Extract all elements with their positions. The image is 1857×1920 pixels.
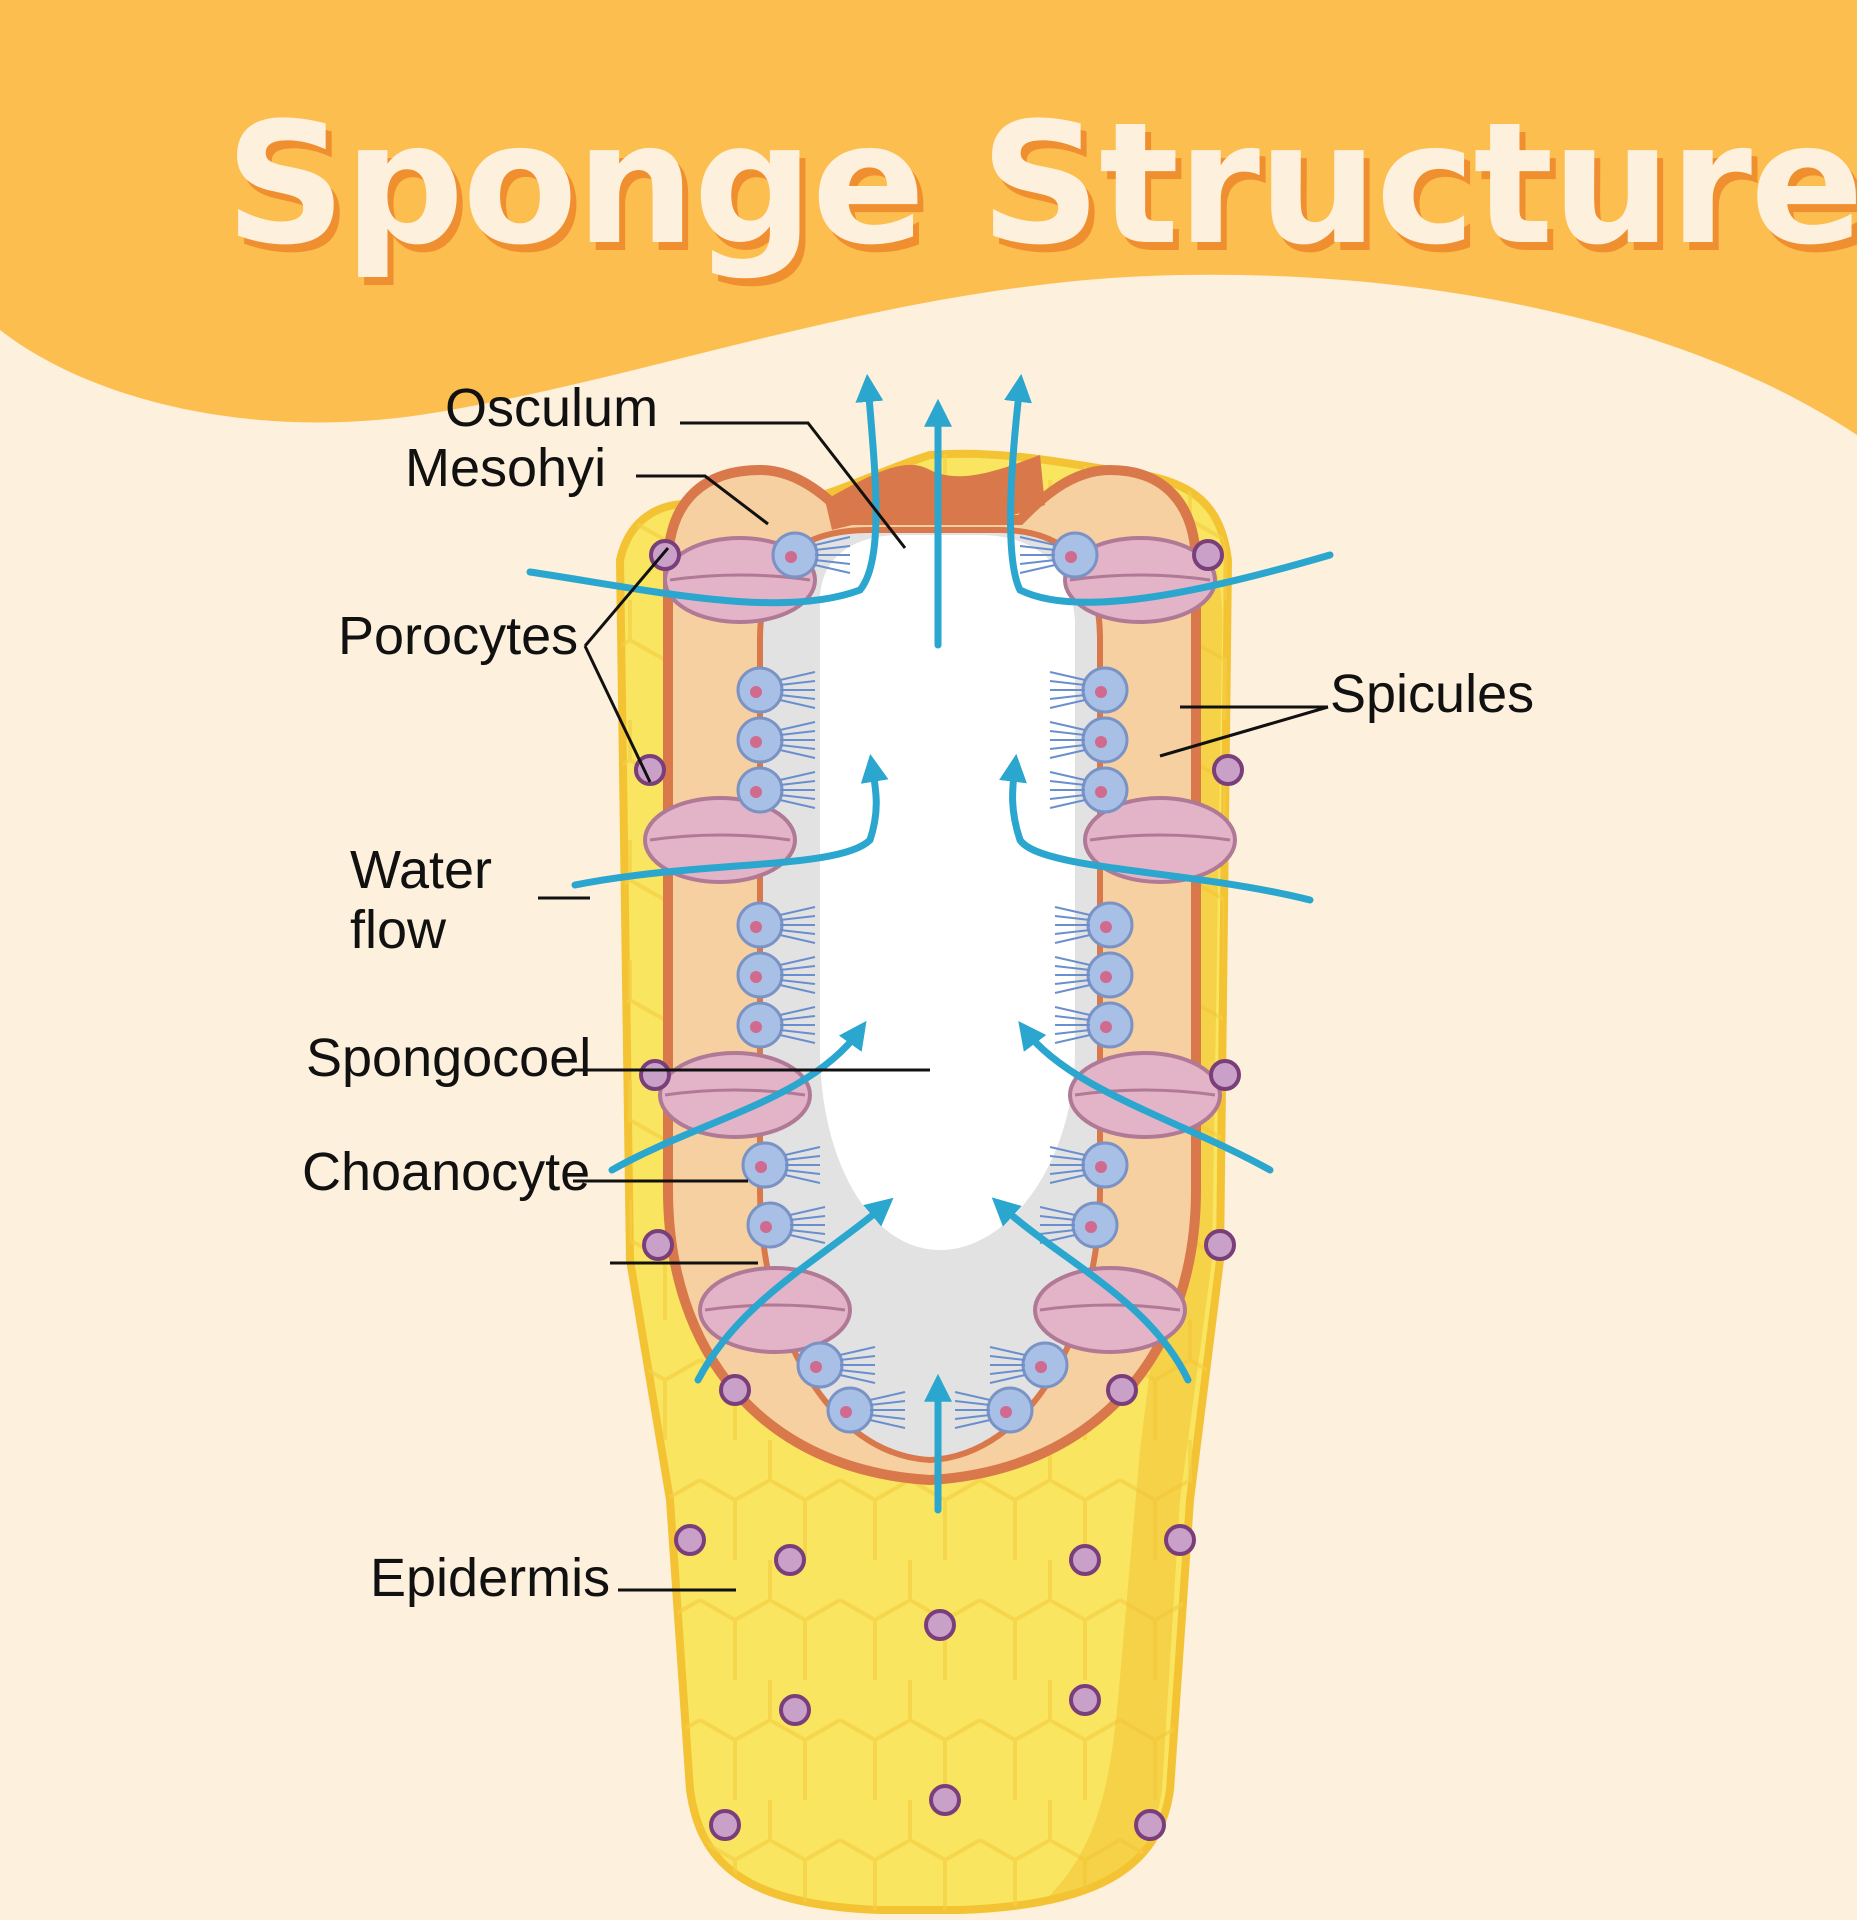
page-title: Sponge Structure	[225, 86, 1857, 282]
epidermis-nucleus	[634, 754, 666, 786]
choanocyte-cell	[1049, 666, 1129, 714]
porocyte-cell	[698, 1266, 852, 1354]
epidermis-nucleus	[709, 1809, 741, 1841]
water-flow-arrows	[526, 373, 1334, 1514]
epidermis-nucleus	[1069, 1544, 1101, 1576]
diagram-labels: Osculum Mesohyi Porocytes Spicules Water…	[302, 378, 1534, 1608]
water-arrow-mid-left	[571, 753, 889, 889]
label-water-flow-line2: flow	[350, 900, 447, 960]
choanocyte-cell	[736, 901, 816, 949]
choanocyte-cell	[1049, 1141, 1129, 1189]
epidermis-nucleus	[1069, 1684, 1101, 1716]
title-banner	[0, 0, 1857, 435]
epidermis-nucleus	[1209, 1059, 1241, 1091]
porocyte-cell	[1083, 796, 1237, 884]
water-arrow-bottom-left	[694, 1197, 894, 1384]
label-osculum: Osculum	[445, 378, 658, 438]
epidermis-nucleus	[779, 1694, 811, 1726]
epidermis-nucleus	[1212, 754, 1244, 786]
label-water-flow-line1: Water	[350, 840, 492, 900]
epidermis-nuclei	[634, 539, 1244, 1841]
water-arrow-mid-right	[999, 753, 1314, 904]
spicules-leader	[1159, 705, 1329, 758]
porocyte-cell	[1033, 1266, 1187, 1354]
mesohyl-leader	[636, 474, 769, 526]
label-spongocoel: Spongocoel	[306, 1028, 591, 1088]
porocyte-cell	[1068, 1051, 1222, 1139]
label-mesohyl: Mesohyi	[405, 438, 606, 498]
epidermis-nucleus	[639, 1059, 671, 1091]
choanocyte-cell	[1049, 716, 1129, 764]
page-title-shadow: Sponge Structure	[231, 94, 1857, 290]
choanocyte-group	[736, 531, 1134, 1434]
label-spicules: Spicules	[1330, 664, 1534, 724]
sponge-body	[615, 449, 1233, 1914]
choanocyte-cell	[736, 766, 816, 814]
leader-lines	[538, 421, 1329, 1592]
osculum-leader	[680, 421, 907, 549]
choanocyte-cell	[736, 1001, 816, 1049]
epidermis-nucleus	[1192, 539, 1224, 571]
choanocyte-cell	[826, 1386, 906, 1434]
label-porocytes: Porocytes	[338, 606, 578, 666]
choanocyte-cell	[736, 951, 816, 999]
epidermis-nucleus	[1134, 1809, 1166, 1841]
water-arrow-lower-left	[608, 1020, 867, 1174]
choanocyte-cell	[736, 666, 816, 714]
water-arrow-top-right	[1004, 373, 1334, 606]
choanocyte-cell	[1054, 951, 1134, 999]
epidermis-nucleus	[1106, 1374, 1138, 1406]
epidermis-nucleus	[1204, 1229, 1236, 1261]
choanocyte-cell	[746, 1201, 826, 1249]
choanocyte-cell	[741, 1141, 821, 1189]
epidermis-nucleus	[719, 1374, 751, 1406]
water-arrow-bottom-right	[991, 1197, 1192, 1384]
epidermis-nucleus	[1164, 1524, 1196, 1556]
porocytes-leader	[583, 547, 670, 783]
choanocyte-cell	[954, 1386, 1034, 1434]
epidermis-nucleus	[642, 1229, 674, 1261]
choanocyte-cell	[1019, 531, 1099, 579]
epidermis-nucleus	[674, 1524, 706, 1556]
epidermis-nucleus	[774, 1544, 806, 1576]
choanocyte-cell	[771, 531, 851, 579]
choanocyte-cell	[736, 716, 816, 764]
porocyte-cell	[658, 1051, 812, 1139]
choanocyte-cell	[796, 1341, 876, 1389]
epidermis-nucleus	[924, 1609, 956, 1641]
choanocyte-cell	[1049, 766, 1129, 814]
water-arrow-lower-right	[1018, 1021, 1274, 1174]
label-epidermis: Epidermis	[370, 1548, 610, 1608]
choanocyte-cell	[1054, 901, 1134, 949]
epidermis-nucleus	[929, 1784, 961, 1816]
label-choanocyte: Choanocyte	[302, 1142, 590, 1202]
choanocyte-cell	[1039, 1201, 1119, 1249]
spongocoel-cavity	[820, 535, 1075, 1250]
choanocyte-cell	[989, 1341, 1069, 1389]
choanocyte-cell	[1054, 1001, 1134, 1049]
